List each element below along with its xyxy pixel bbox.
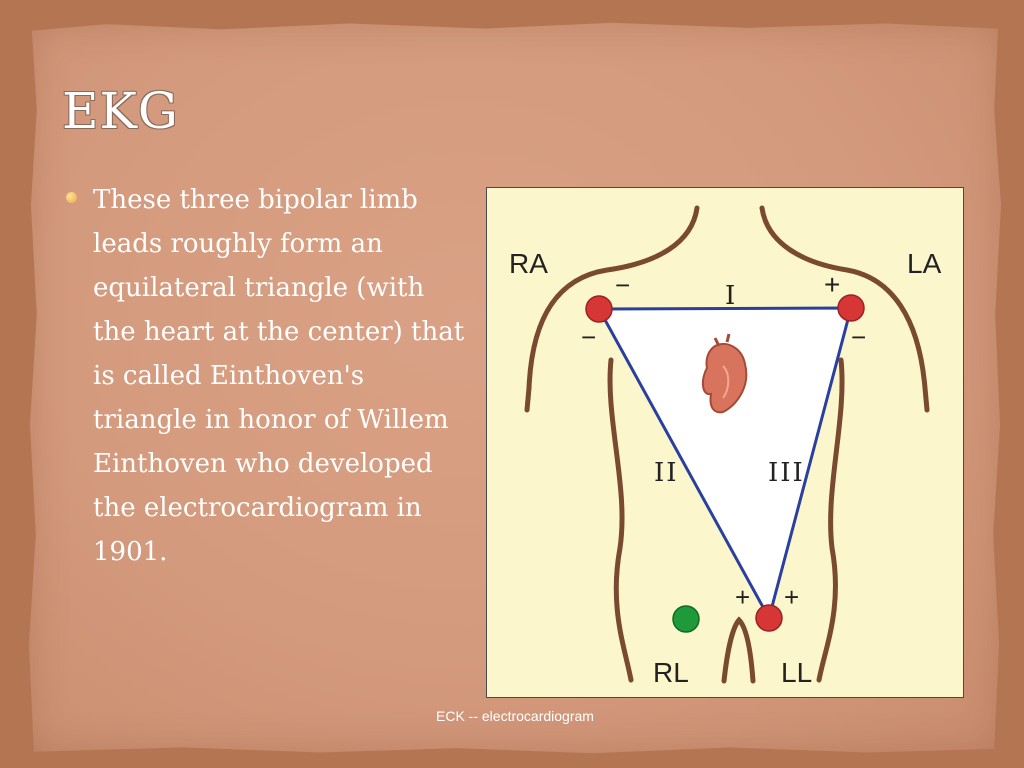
- slide-footer: ECK -- electrocardiogram: [436, 708, 594, 724]
- sign-la-top: +: [824, 269, 840, 300]
- heart-icon: [701, 333, 748, 414]
- electrode-la: [837, 294, 865, 322]
- label-lead-1: I: [725, 281, 735, 311]
- electrode-ra: [585, 295, 613, 323]
- sign-ra-top: −: [615, 270, 630, 300]
- electrode-rl: [672, 605, 700, 633]
- arm-left-inner-line: [524, 385, 532, 413]
- slide-title: EKG: [62, 82, 179, 140]
- diagram-labels: RA LA RL LL I II III − − + − + +: [509, 248, 942, 688]
- label-lead-2: II: [654, 458, 679, 488]
- bullet-text: These three bipolar limb leads roughly f…: [93, 185, 465, 567]
- label-ll: LL: [781, 657, 812, 688]
- bullet-item: These three bipolar limb leads roughly f…: [66, 178, 466, 574]
- bullet-dot-icon: [66, 192, 77, 203]
- label-la: LA: [907, 248, 942, 279]
- label-lead-3: III: [768, 458, 805, 488]
- bullet-list: These three bipolar limb leads roughly f…: [66, 178, 466, 574]
- label-ra: RA: [509, 248, 548, 279]
- neck-left-shoulder-line: [526, 205, 700, 391]
- body-outline: [524, 205, 930, 684]
- sign-ra-bottom: −: [581, 322, 596, 352]
- sign-ll-right: +: [784, 582, 799, 612]
- einthoven-triangle-diagram: RA LA RL LL I II III − − + − + +: [486, 187, 964, 698]
- label-rl: RL: [653, 657, 689, 688]
- einthoven-triangle: [597, 306, 853, 620]
- diagram-svg: RA LA RL LL I II III − − + − + +: [509, 205, 942, 688]
- electrode-ll: [755, 604, 783, 632]
- torso-left-line: [607, 357, 634, 683]
- crotch-line: [721, 616, 756, 684]
- sign-la-bottom: −: [851, 322, 866, 352]
- neck-right-shoulder-line: [759, 205, 928, 391]
- sign-ll-left: +: [735, 582, 750, 612]
- arm-right-inner-line: [922, 385, 930, 413]
- torso-right-line: [816, 357, 845, 683]
